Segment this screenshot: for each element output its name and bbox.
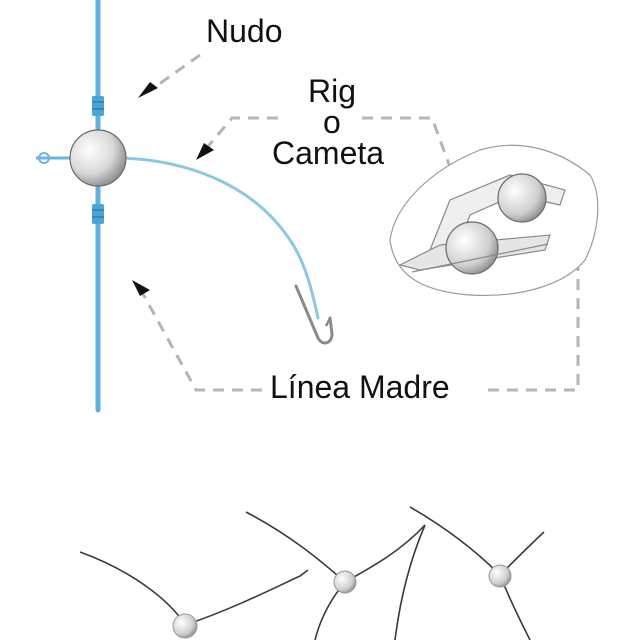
label-rig-2: o [323, 104, 341, 140]
wire-rig-photo [79, 506, 545, 640]
leader-rig-right [362, 116, 464, 201]
leader-knot [147, 53, 201, 94]
arrow-main-line [132, 280, 150, 296]
rig-line [120, 156, 320, 320]
crimp-sleeve-icon [92, 96, 104, 116]
label-rig-3: Cameta [272, 135, 384, 171]
crimp-sleeve-icon [92, 204, 104, 224]
arrow-knot [138, 82, 158, 98]
bead-pair-icon [389, 144, 599, 297]
leader-main-line-right [488, 263, 580, 392]
leader-main-line [140, 291, 262, 392]
swivel-icon [36, 152, 72, 164]
label-rig-1: Rig [308, 73, 356, 109]
label-knot: Nudo [206, 13, 283, 49]
swivel-bead-icon [69, 129, 127, 187]
arrow-rig [196, 143, 214, 160]
label-main-line: Línea Madre [270, 369, 450, 405]
hook-icon [294, 284, 334, 345]
leader-rig [203, 116, 278, 151]
